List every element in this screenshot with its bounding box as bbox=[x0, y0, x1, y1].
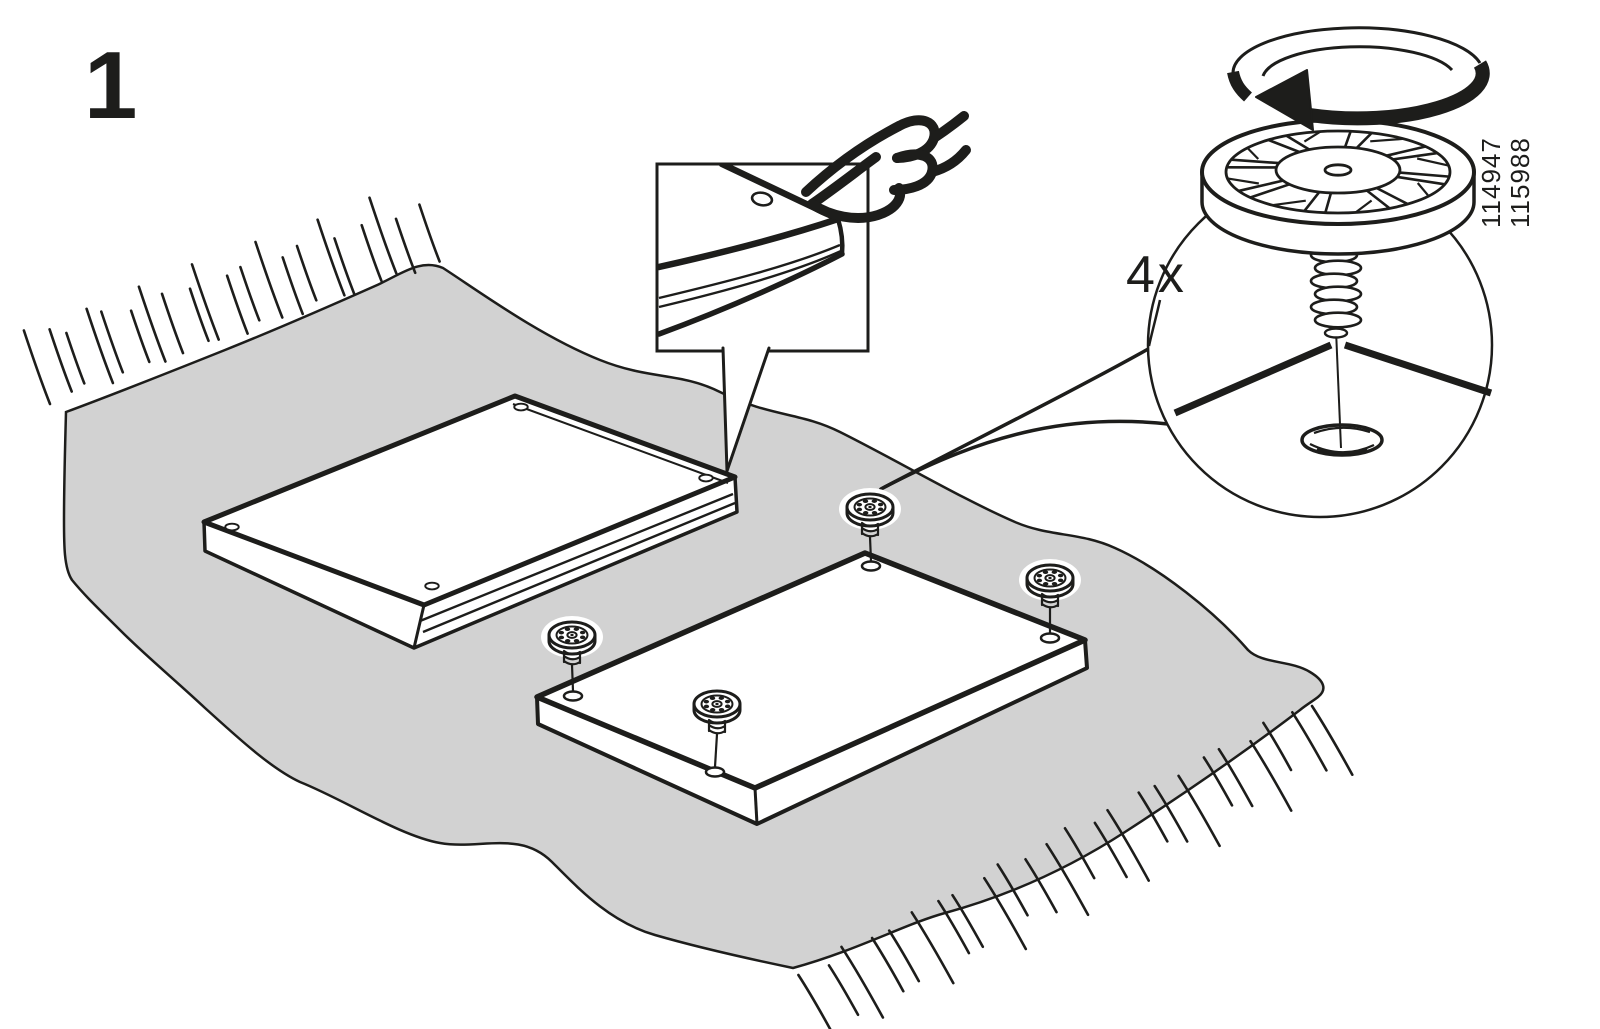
panel-hole bbox=[1039, 632, 1061, 644]
panel-groove bbox=[419, 492, 736, 634]
panel-hole bbox=[860, 560, 882, 572]
panel-hole bbox=[698, 473, 714, 483]
part-number-1: 114947 bbox=[1476, 137, 1506, 228]
labels: 1 4x 114947 115988 bbox=[84, 32, 1535, 347]
panel-hole bbox=[513, 402, 529, 412]
rotation-arrow-icon bbox=[1227, 26, 1490, 131]
rug bbox=[22, 196, 1354, 1029]
panel-right bbox=[534, 550, 1089, 826]
rug-fringe-bottom bbox=[797, 704, 1354, 1029]
detail-circle bbox=[1146, 118, 1494, 519]
panel-hole bbox=[224, 522, 240, 532]
quantity-label: 4x bbox=[1126, 246, 1187, 304]
detail-inset-box bbox=[655, 111, 971, 473]
foot-wheel bbox=[1200, 118, 1476, 256]
circle-panel-corner-edges bbox=[1173, 341, 1493, 417]
pointing-hand-icon bbox=[801, 111, 971, 223]
inset-hole bbox=[750, 191, 774, 207]
panel-hole bbox=[704, 766, 726, 778]
panel-hole bbox=[562, 690, 584, 702]
feet bbox=[539, 486, 1083, 778]
panel-hole bbox=[424, 581, 440, 591]
circle-screw-hole bbox=[1300, 423, 1384, 457]
step-number: 1 bbox=[84, 32, 137, 139]
quantity-pointer-line bbox=[1147, 299, 1162, 347]
panel-left bbox=[201, 393, 739, 650]
rug-outline bbox=[62, 263, 1325, 970]
part-number-2: 115988 bbox=[1505, 137, 1535, 228]
rug-fringe-top bbox=[22, 196, 441, 406]
leader-swoosh bbox=[879, 346, 1199, 491]
